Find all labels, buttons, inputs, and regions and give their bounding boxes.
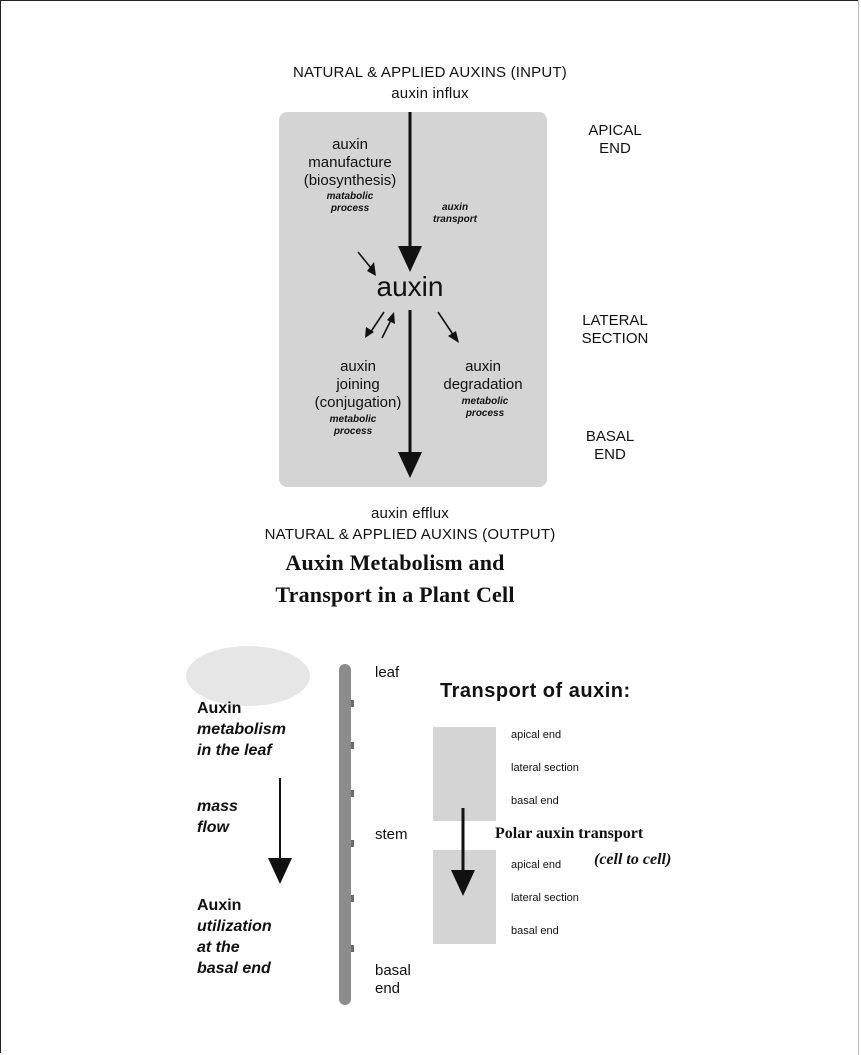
influx-label: auxin influx [391,85,469,102]
main-transport-arrow-top [398,112,422,272]
mass-flow-line-2: flow [197,819,229,836]
cell-2-basal: basal end [511,925,559,937]
manufacture-label: auxin manufacture (biosynthesis) [283,136,417,190]
basal-line-2: END [594,446,626,463]
manufacture-line-3: (biosynthesis) [303,172,397,189]
util-line-4: basal end [197,960,271,977]
conjugation-arrow-in [381,312,395,339]
polar-transport-arrow [451,808,475,896]
leaf-text-line-2: metabolism [197,721,286,738]
output-label: NATURAL & APPLIED AUXINS (OUTPUT) [264,526,556,543]
apical-line-2: END [599,140,631,157]
degradation-note-line-1: metabolic [461,396,509,407]
degradation-label: auxin degradation [428,358,538,394]
stem-notches [351,700,354,952]
stem-label-basal: basal end [375,962,411,998]
main-transport-arrow-bottom [398,310,422,478]
degradation-note: metabolic process [440,396,530,420]
degradation-arrow [437,311,459,343]
lateral-line-2: SECTION [581,330,649,347]
leaf-metabolism-text: Auxin metabolism in the leaf [197,698,347,761]
cell-1-basal: basal end [511,795,559,807]
stem-label-basal-line-1: basal [375,962,411,979]
title-line-1: Auxin Metabolism and [285,550,505,575]
biosynthesis-arrow [357,251,376,276]
cell-1-lateral: lateral section [511,762,579,774]
degradation-line-2: degradation [443,376,523,393]
lateral-line-1: LATERAL [582,312,648,329]
stem-label-leaf: leaf [375,664,400,681]
mass-flow-arrow [268,778,292,884]
stem-label-stem: stem [375,826,408,843]
cell-1-box [433,727,496,821]
utilization-text: Auxin utilization at the basal end [197,895,337,979]
frame-right-edge [858,0,859,1055]
mass-flow-text: mass flow [197,796,277,838]
manufacture-line-1: auxin [332,136,368,153]
polar-transport-label: Polar auxin transport [495,825,644,842]
manufacture-note: matabolic process [310,191,390,215]
joining-line-2: joining [336,376,380,393]
degradation-line-1: auxin [465,358,501,375]
joining-note-line-1: metabolic [329,414,377,425]
efflux-label: auxin efflux [370,505,449,522]
lateral-section-label: LATERAL SECTION [555,312,675,348]
util-line-2: utilization [197,918,272,935]
cell-2-lateral: lateral section [511,892,579,904]
joining-label: auxin joining (conjugation) [295,358,421,412]
conjugation-arrow-out [365,311,385,338]
cell-2-apical: apical end [511,859,562,871]
joining-note-line-2: process [333,426,373,437]
basal-end-label: BASAL END [555,428,665,464]
leaf-text-line-3: in the leaf [197,742,272,759]
manufacture-note-line-2: process [330,203,370,214]
degradation-note-line-2: process [465,408,505,419]
util-line-3: at the [197,939,240,956]
plant-cell-box [279,112,547,487]
manufacture-line-2: manufacture [308,154,392,171]
input-label: NATURAL & APPLIED AUXINS (INPUT) [293,64,567,81]
stem-bar [339,664,351,1005]
title-line-2: Transport in a Plant Cell [275,582,515,607]
manufacture-note-line-1: matabolic [326,191,374,202]
apical-line-1: APICAL [588,122,642,139]
leaf-shape [186,646,310,706]
basal-line-1: BASAL [585,428,635,445]
cell-1-apical: apical end [511,729,562,741]
stem-label-basal-line-2: end [375,980,401,997]
transport-title: Transport of auxin: [440,680,631,702]
transport-note: auxin transport [420,202,490,226]
mass-flow-line-1: mass [197,798,238,815]
figure-title: Auxin Metabolism and Transport in a Plan… [170,547,620,611]
transport-note-line-1: auxin [441,202,469,213]
polar-transport-sub: (cell to cell) [594,851,672,868]
leaf-text-line-1: Auxin [197,700,242,717]
util-line-1: Auxin [197,897,242,914]
joining-line-3: (conjugation) [314,394,402,411]
joining-line-1: auxin [340,358,376,375]
transport-note-line-2: transport [433,214,477,225]
auxin-center-label: auxin [376,271,444,302]
joining-note: metabolic process [303,414,403,438]
apical-end-label: APICAL END [560,122,670,158]
